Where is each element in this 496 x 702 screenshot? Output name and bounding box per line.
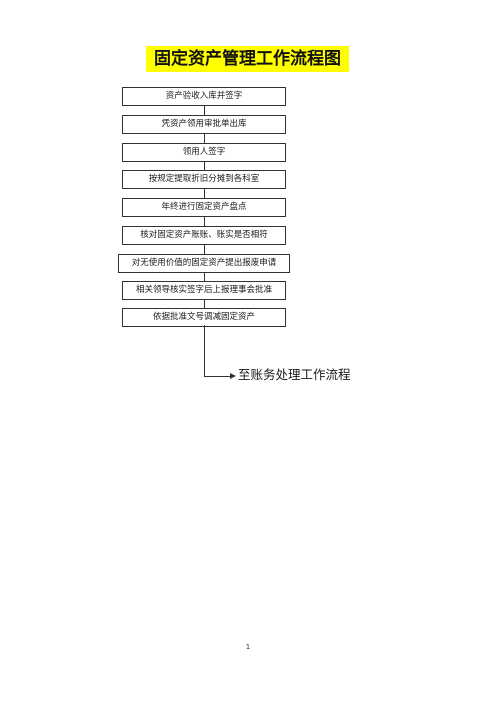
flow-step: 核对固定资产账账、账实是否相符 (122, 226, 286, 245)
flow-connector (204, 106, 205, 115)
flow-step: 资产验收入库并签字 (122, 87, 286, 106)
flow-connector (204, 376, 232, 377)
flow-step: 年终进行固定资产盘点 (122, 198, 286, 217)
page-number: 1 (245, 643, 251, 651)
flow-connector (204, 189, 205, 198)
flow-connector (204, 134, 205, 143)
arrow-right-icon (230, 373, 236, 379)
flow-step: 对无使用价值的固定资产提出报废申请 (118, 254, 290, 273)
flow-connector (204, 273, 205, 281)
flow-connector (204, 300, 205, 308)
flow-connector (204, 325, 205, 377)
flow-step: 相关领导核实签字后上报理事会批准 (122, 281, 286, 300)
flow-connector (204, 162, 205, 170)
flow-connector (204, 245, 205, 254)
page-title: 固定资产管理工作流程图 (146, 46, 349, 72)
flow-step: 凭资产领用审批单出库 (122, 115, 286, 134)
flow-step: 领用人签字 (122, 143, 286, 162)
flow-end-label: 至账务处理工作流程 (238, 367, 351, 382)
flow-step: 按规定提取折旧分摊到各科室 (122, 170, 286, 189)
flow-connector (204, 217, 205, 226)
